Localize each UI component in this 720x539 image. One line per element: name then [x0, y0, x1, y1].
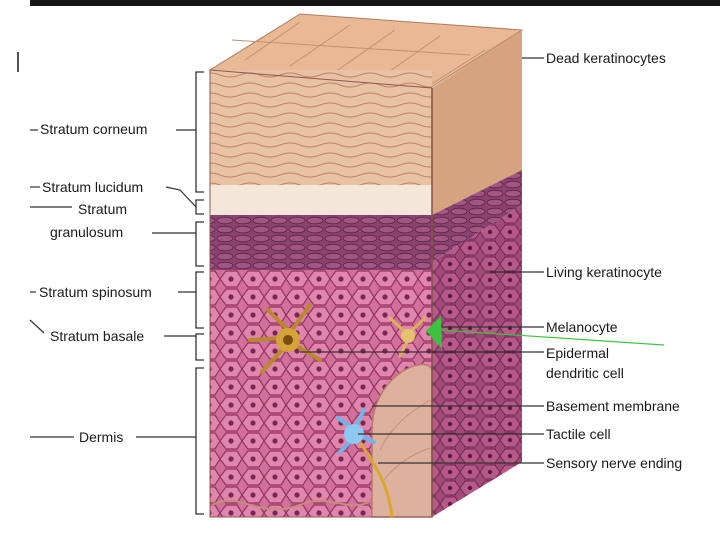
label-melanocyte: Melanocyte	[546, 319, 618, 335]
lucidum-front	[210, 185, 432, 215]
right-leaders	[300, 57, 544, 464]
label-dead-keratinocytes: Dead keratinocytes	[546, 50, 666, 66]
label-stratum-spinosum: Stratum spinosum	[39, 284, 152, 300]
left-brackets	[195, 71, 204, 515]
spinosum-side	[432, 205, 522, 517]
corneum-front	[210, 70, 432, 185]
label-tactile-cell: Tactile cell	[546, 426, 611, 442]
label-epidermal-dendritic-1: Epidermal	[546, 345, 610, 361]
melanocyte-cell	[388, 316, 427, 358]
sensory-nerve	[358, 441, 394, 518]
granulosum-front	[210, 215, 432, 270]
label-epidermal-dendritic-2: dendritic cell	[546, 365, 624, 381]
label-living-keratinocyte: Living keratinocyte	[546, 264, 662, 280]
label-stratum-corneum: Stratum corneum	[40, 121, 148, 137]
label-stratum-lucidum: Stratum lucidum	[42, 179, 144, 195]
label-stratum-granulosum-2: granulosum	[50, 224, 124, 240]
label-dermis: Dermis	[79, 429, 124, 445]
granulosum-side	[432, 170, 522, 262]
label-sensory-nerve-ending: Sensory nerve ending	[546, 455, 683, 471]
top-bar	[30, 0, 720, 6]
label-stratum-basale: Stratum basale	[50, 328, 145, 344]
left-leaders	[29, 129, 197, 438]
tactile-cell	[336, 408, 376, 454]
green-pointer-arrow	[426, 316, 665, 349]
label-basement-membrane: Basement membrane	[546, 398, 680, 414]
label-stratum-granulosum-1: Stratum	[78, 201, 128, 217]
corneum-side	[432, 30, 522, 215]
